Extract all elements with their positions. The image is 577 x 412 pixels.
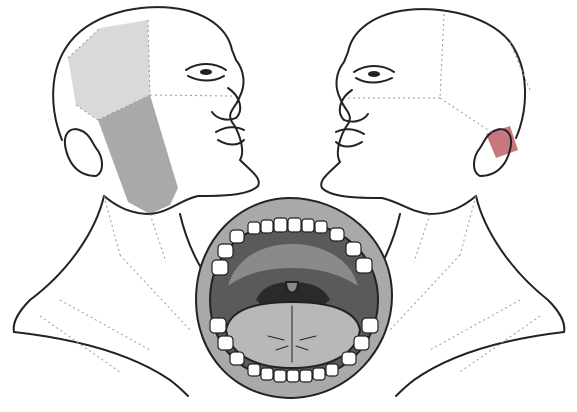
lower-tooth [313, 368, 325, 380]
lower-tooth [362, 318, 378, 333]
upper-tooth [302, 219, 314, 232]
upper-tooth [274, 218, 287, 232]
open-mouth [196, 198, 392, 398]
right-neck [476, 196, 564, 332]
lower-tooth [274, 370, 286, 382]
lower-tooth [218, 336, 233, 350]
left-mouth [216, 127, 244, 132]
upper-tooth [230, 230, 244, 243]
lower-tooth [230, 352, 244, 365]
upper-tooth [212, 260, 228, 275]
upper-tooth [261, 220, 273, 233]
right-shoulder [396, 332, 564, 396]
right-head-outline [321, 9, 525, 214]
tongue [226, 302, 360, 368]
upper-tooth [315, 221, 327, 233]
lower-tooth [261, 368, 273, 380]
right-ear-shaded-region [486, 126, 518, 158]
lower-tooth [248, 364, 260, 376]
left-ear [65, 129, 102, 176]
lower-tooth [342, 352, 356, 365]
left-shoulder [14, 332, 188, 396]
uvula [286, 282, 298, 293]
left-eye-iris [200, 69, 212, 75]
upper-tooth [346, 242, 361, 256]
upper-tooth [288, 218, 301, 232]
lower-tooth [287, 370, 299, 382]
left-neck [14, 196, 104, 332]
left-eye-lower [188, 76, 224, 81]
right-mouth [336, 129, 364, 134]
lower-tooth [326, 364, 338, 376]
upper-tooth [330, 228, 344, 241]
upper-tooth [218, 244, 233, 258]
lower-tooth [210, 318, 226, 333]
upper-tooth [248, 222, 260, 234]
lower-tooth [354, 336, 369, 350]
right-eye-lower [356, 78, 392, 83]
lower-tooth [300, 370, 312, 382]
right-eye-iris [368, 71, 380, 77]
upper-tooth [356, 258, 372, 273]
